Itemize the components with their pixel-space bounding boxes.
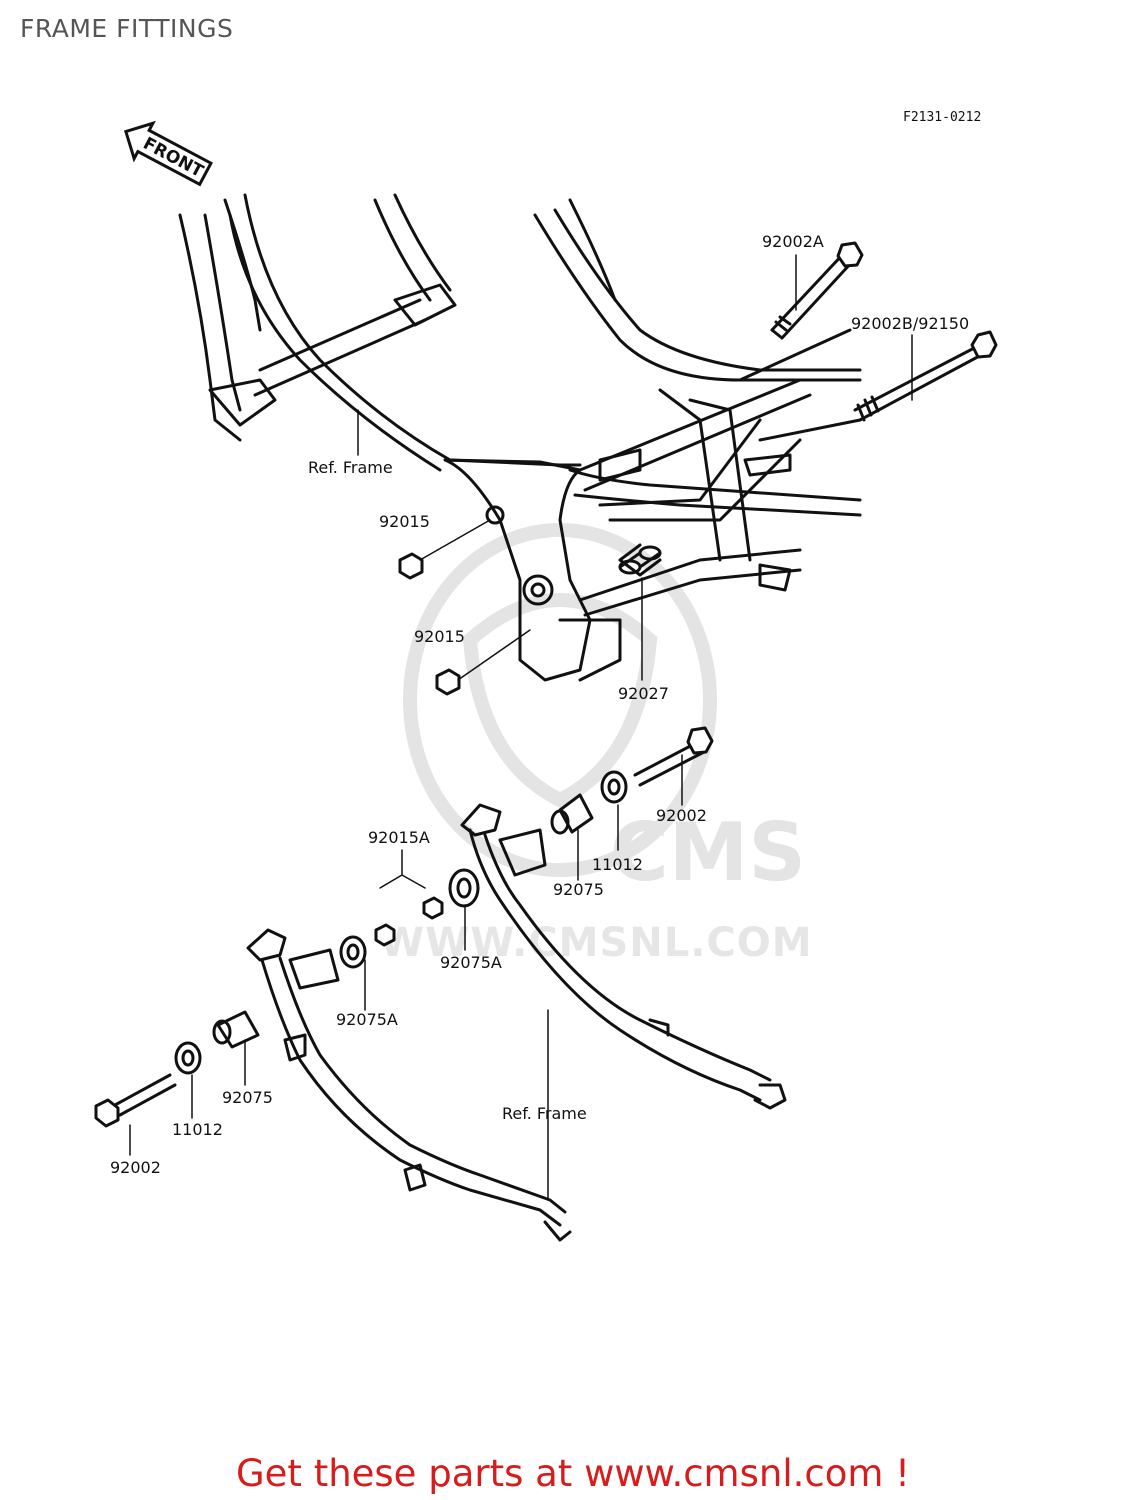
bolt-92002-left [94,1073,177,1128]
leader-lines-upper [357,254,913,681]
callout-92015-b: 92015 [414,627,465,646]
callout-92002-left: 92002 [110,1158,161,1177]
callout-92015A: 92015A [368,828,430,847]
leader-lines-lower-left [129,959,366,1156]
page-title: FRAME FITTINGS [20,14,234,43]
callout-92075-left: 92075 [222,1088,273,1107]
callout-92075A-b: 92075A [336,1010,398,1029]
callout-ref-frame-bottom: Ref. Frame [502,1104,587,1123]
bolt-92002-right [633,726,714,787]
collar-92027 [618,543,662,577]
watermark-url: WWW.CMSNL.COM [380,920,813,966]
nut-92015A-left [374,923,396,947]
lower-right-frame [460,803,787,1110]
callout-92002-right: 92002 [656,806,707,825]
lower-left-frame [246,928,572,1242]
leader-lines-lower-right [379,754,683,1201]
bushing-92075-right [550,793,594,835]
upper-frame [178,193,862,682]
bushing-92075-left [212,1010,260,1049]
footer-link[interactable]: Get these parts at www.cmsnl.com ! [235,1452,910,1495]
washer-11012-left [174,1041,202,1075]
bolt-92002A [770,241,864,340]
watermark-brand: CMS [610,806,806,899]
callout-92002B-92150: 92002B/92150 [851,314,970,333]
nut-92015-lower [435,668,461,696]
callout-11012-right: 11012 [592,855,643,874]
callout-92015-a: 92015 [379,512,430,531]
callout-92027: 92027 [618,684,669,703]
bolt-92002B-92150 [853,330,998,422]
callout-11012-left: 11012 [172,1120,223,1139]
nut-92015-upper [398,552,424,580]
mount-92075A-right [448,868,480,908]
front-arrow-icon: FRONT [123,120,213,187]
diagram-code: F2131-0212 [903,110,982,125]
callout-92075-right: 92075 [553,880,604,899]
callout-92075A-a: 92075A [440,953,502,972]
washer-11012-right [600,770,628,804]
callout-92002A: 92002A [762,232,824,251]
mount-92075A-left [339,935,367,969]
watermark-logo: CMS [403,523,806,899]
callout-ref-frame-top: Ref. Frame [308,458,393,477]
nut-92015A-right [422,896,444,920]
